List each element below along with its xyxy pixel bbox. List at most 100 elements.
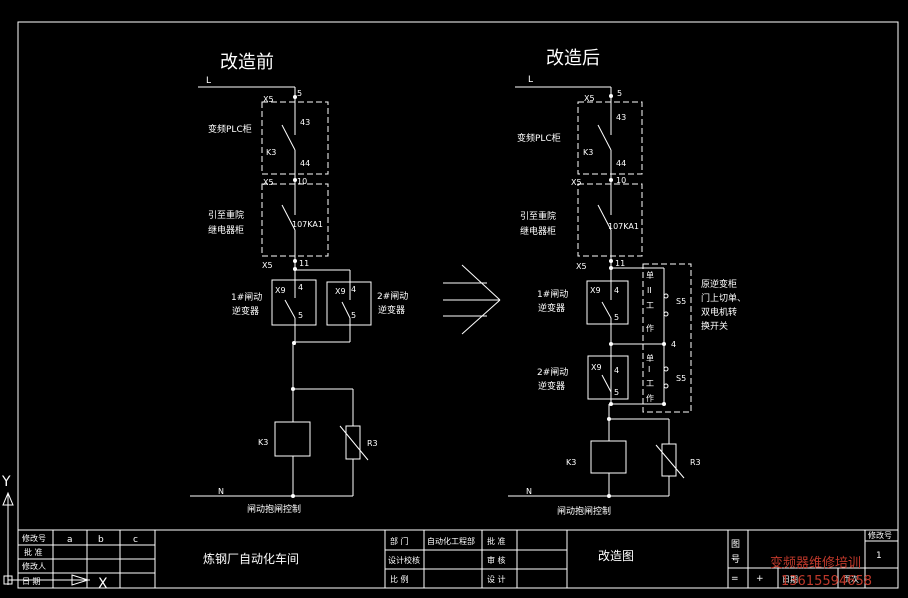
svg-text:R3: R3: [367, 439, 378, 448]
svg-text:双电机转: 双电机转: [701, 306, 737, 318]
svg-text:10: 10: [297, 177, 307, 186]
after-inverter2-box: [587, 355, 629, 400]
svg-text:+: +: [756, 574, 764, 584]
svg-text:X5: X5: [263, 178, 274, 187]
svg-text:=: =: [731, 574, 739, 584]
svg-text:X9: X9: [275, 286, 286, 295]
svg-text:工: 工: [646, 301, 654, 310]
svg-text:Y: Y: [1, 474, 11, 490]
before-inverter2-box: [326, 281, 372, 326]
svg-text:1#闸动: 1#闸动: [231, 292, 262, 303]
drawing-name: 改造图: [598, 549, 634, 563]
before-k3-contact: [281, 124, 296, 151]
svg-text:43: 43: [300, 118, 310, 127]
svg-text:页次: 页次: [843, 574, 859, 584]
svg-text:引至重院: 引至重院: [208, 209, 244, 221]
svg-text:S5: S5: [676, 374, 686, 383]
before-caption: 闸动抱闸控制: [247, 503, 301, 515]
svg-text:作: 作: [646, 323, 654, 333]
svg-text:X5: X5: [262, 261, 273, 270]
svg-text:引至重院: 引至重院: [520, 210, 556, 222]
after-s5-switch-box: [642, 263, 692, 413]
svg-text:4: 4: [298, 283, 303, 292]
svg-text:107KA1: 107KA1: [292, 220, 323, 229]
svg-text:K3: K3: [266, 148, 276, 157]
svg-text:4: 4: [671, 340, 676, 349]
svg-text:N: N: [526, 487, 532, 496]
svg-text:X9: X9: [591, 363, 602, 372]
svg-text:X5: X5: [584, 94, 595, 103]
svg-text:X: X: [98, 576, 108, 592]
before-line-l: L: [206, 76, 211, 86]
svg-text:5: 5: [614, 388, 619, 397]
after-plc-box: [577, 101, 643, 175]
svg-text:工: 工: [646, 379, 654, 388]
svg-text:5: 5: [298, 311, 303, 320]
svg-text:1: 1: [876, 551, 882, 561]
svg-text:2#闸动: 2#闸动: [377, 291, 408, 302]
svg-text:门上切单、: 门上切单、: [701, 292, 746, 304]
drawing-border: [17, 21, 899, 589]
svg-text:a: a: [67, 535, 73, 545]
svg-text:4: 4: [614, 366, 619, 375]
before-ka1-contact: [281, 204, 296, 231]
svg-text:设 计: 设 计: [487, 574, 506, 584]
watermark-line-1: 变频器维修培训: [770, 555, 861, 571]
after-relay-box: [577, 183, 643, 257]
svg-text:原逆变柜: 原逆变柜: [701, 278, 737, 290]
svg-text:5: 5: [614, 313, 619, 322]
svg-text:11: 11: [299, 259, 309, 268]
svg-text:单: 单: [646, 353, 654, 363]
svg-text:继电器柜: 继电器柜: [208, 224, 244, 236]
before-inverter1-box: [271, 279, 317, 326]
svg-text:N: N: [218, 487, 224, 496]
svg-text:逆变器: 逆变器: [378, 304, 405, 316]
svg-text:c: c: [133, 535, 138, 545]
svg-text:逆变器: 逆变器: [232, 305, 259, 317]
before-x5-a: X5: [263, 95, 274, 104]
svg-text:43: 43: [616, 113, 626, 122]
after-title: 改造后: [546, 48, 600, 69]
svg-text:自动化工程部: 自动化工程部: [427, 536, 475, 546]
svg-text:图: 图: [731, 539, 740, 550]
svg-text:号: 号: [731, 554, 740, 565]
svg-text:b: b: [98, 535, 104, 545]
svg-text:修改号: 修改号: [22, 533, 46, 543]
svg-text:修改人: 修改人: [22, 561, 46, 571]
svg-text:X9: X9: [590, 286, 601, 295]
before-diagram: 改造前 L X5 5 43 44 变频PLC柜 K3 X5 10 引至重院 继电…: [190, 52, 408, 515]
after-diagram: 改造后 L X5 5 43 44 变频PLC柜 K3 X5 10 引至重院 继电…: [508, 48, 746, 517]
svg-text:审 核: 审 核: [487, 555, 506, 565]
svg-text:L: L: [528, 75, 533, 85]
title-block: 修改号 a b c 批 准 修改人 日 期 炼钢厂自动化车间 部 门 自动化工程…: [17, 529, 899, 589]
svg-text:5: 5: [617, 89, 622, 98]
svg-text:设计校核: 设计校核: [388, 555, 420, 565]
svg-text:K3: K3: [566, 458, 576, 467]
svg-text:5: 5: [297, 89, 302, 98]
svg-text:I: I: [648, 365, 650, 374]
svg-text:II: II: [647, 286, 652, 295]
after-coil-k3: [590, 440, 627, 474]
before-plc-label: 变频PLC柜: [208, 123, 252, 135]
svg-text:比 例: 比 例: [390, 574, 409, 584]
after-inverter1-box: [586, 280, 629, 325]
svg-text:日 期: 日 期: [22, 577, 41, 586]
svg-text:批 准: 批 准: [487, 536, 506, 546]
svg-text:2#闸动: 2#闸动: [537, 367, 568, 378]
svg-text:R3: R3: [690, 458, 701, 467]
svg-text:逆变器: 逆变器: [538, 380, 565, 392]
svg-text:逆变器: 逆变器: [538, 302, 565, 314]
svg-text:107KA1: 107KA1: [608, 222, 639, 231]
svg-text:换开关: 换开关: [701, 320, 728, 332]
ucs-icon: Y X: [1, 474, 108, 592]
transition-arrow: [443, 264, 501, 335]
svg-text:1#闸动: 1#闸动: [537, 289, 568, 300]
svg-text:44: 44: [616, 159, 626, 168]
svg-text:修改号: 修改号: [868, 530, 892, 540]
svg-text:10: 10: [616, 176, 626, 185]
svg-text:批 准: 批 准: [24, 547, 43, 557]
svg-text:11: 11: [615, 259, 625, 268]
svg-text:X9: X9: [335, 287, 346, 296]
svg-text:X5: X5: [576, 262, 587, 271]
